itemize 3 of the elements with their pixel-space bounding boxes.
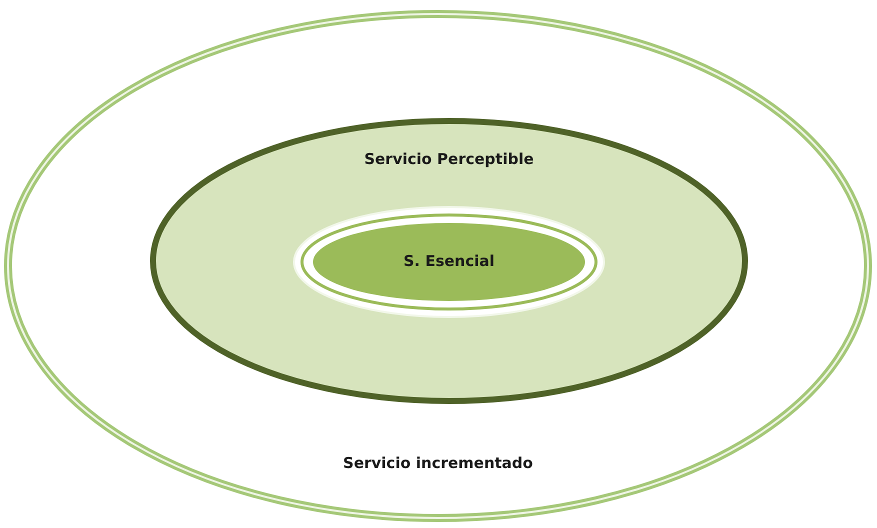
ellipse-label: Servicio incrementado bbox=[343, 454, 533, 472]
ellipse-label: S. Esencial bbox=[403, 252, 495, 270]
ellipse-label: Servicio Perceptible bbox=[364, 150, 534, 168]
